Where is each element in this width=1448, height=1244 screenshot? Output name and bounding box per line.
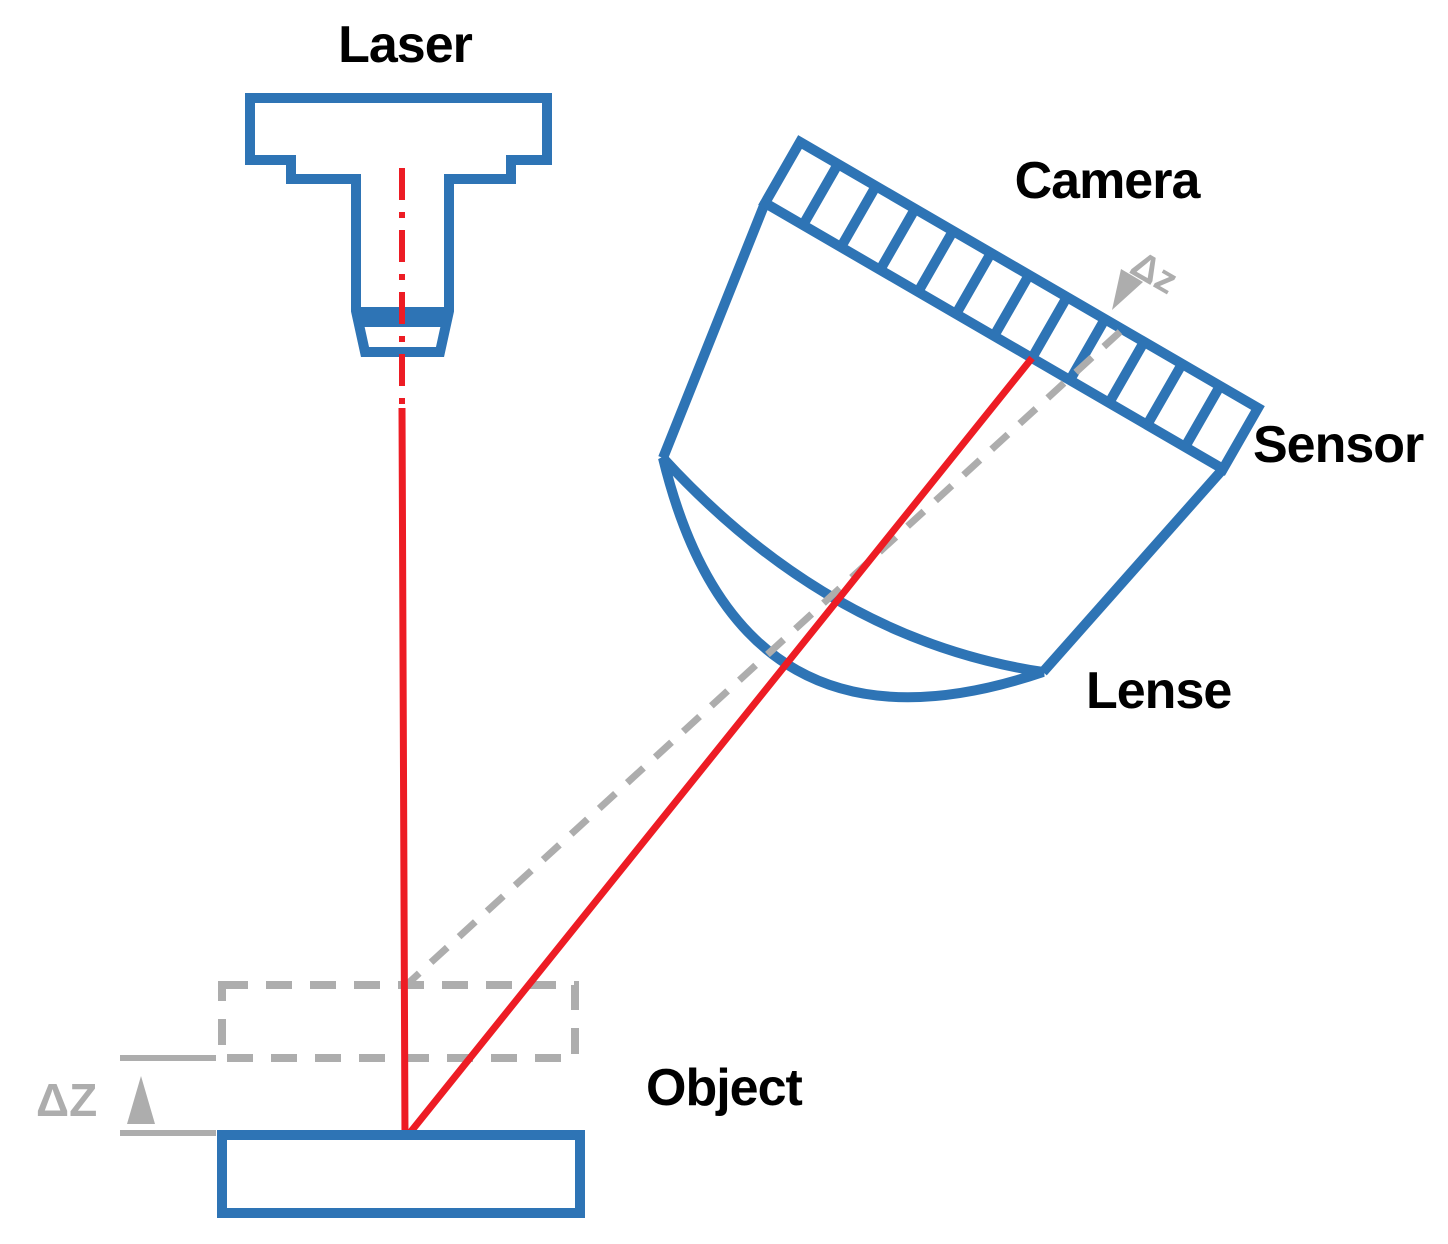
camera-body-left-wall <box>658 201 770 460</box>
sensor-cell-divider <box>913 228 958 295</box>
camera-body-right-wall <box>1039 465 1227 676</box>
laser-label: Laser <box>338 16 473 74</box>
camera-label: Camera <box>1015 152 1202 210</box>
lense-label: Lense <box>1086 662 1231 720</box>
sensor-strip <box>758 135 1265 476</box>
sensor-cell-divider <box>798 161 843 228</box>
sensor-label: Sensor <box>1253 416 1424 474</box>
camera-body <box>658 201 1227 676</box>
sensor-cell-divider <box>836 183 881 250</box>
object-label: Object <box>646 1059 802 1117</box>
sensor-cell-divider <box>1142 361 1187 428</box>
sensor-cell-divider <box>1104 339 1149 406</box>
sensor-cell-divider <box>1027 294 1072 361</box>
laser-beam-path <box>398 355 1035 1149</box>
camera-lens-shape <box>658 454 1045 703</box>
sensor-cell-divider <box>951 250 996 317</box>
delta-z-sensor-annotation: Δz <box>1112 243 1185 310</box>
delta-z-sensor-arrow-icon <box>1112 269 1143 310</box>
delta-z-object-label: ΔZ <box>36 1074 97 1126</box>
laser-housing <box>245 93 552 357</box>
laser-device <box>245 93 552 357</box>
delta-z-up-arrow-icon <box>127 1076 155 1124</box>
sensor-cell-divider <box>875 206 920 273</box>
sensor-cell-divider <box>989 272 1034 339</box>
displaced-reflected-beam <box>400 327 1125 991</box>
delta-z-sensor-label: Δz <box>1124 243 1185 303</box>
object-displaced-rect <box>218 981 579 1062</box>
object-rect <box>217 1130 585 1218</box>
sensor-cell-divider <box>1180 383 1225 450</box>
delta-z-object-annotation: ΔZ <box>36 1055 216 1136</box>
